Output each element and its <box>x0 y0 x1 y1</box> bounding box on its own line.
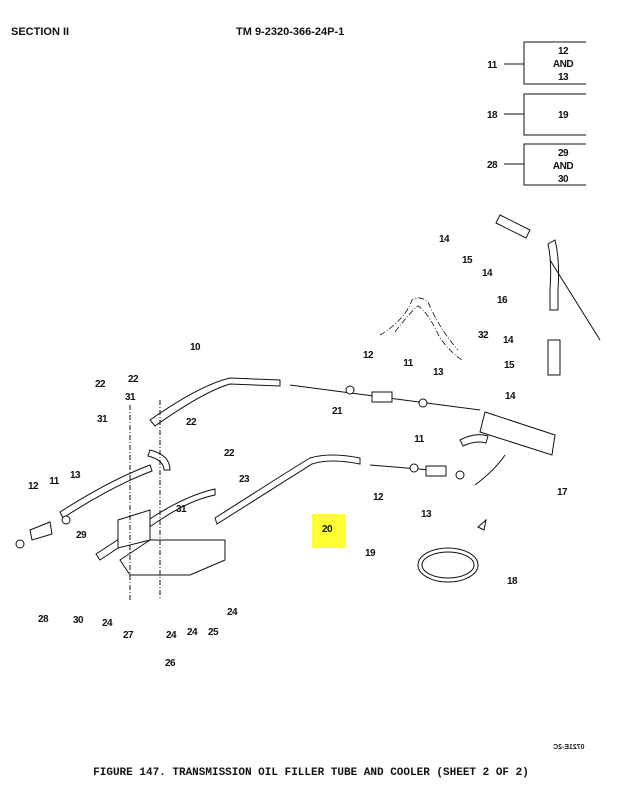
svg-text:12: 12 <box>558 46 569 57</box>
svg-text:30: 30 <box>558 174 569 185</box>
callout: 11 <box>403 358 414 369</box>
callout: 25 <box>208 627 219 638</box>
callout: 21 <box>332 406 343 417</box>
callout: 23 <box>239 474 250 485</box>
callout: 10 <box>190 342 201 353</box>
callout: 14 <box>482 268 493 279</box>
callout: 15 <box>462 255 473 266</box>
callout: 14 <box>439 234 450 245</box>
callout: 22 <box>128 374 139 385</box>
callout-labels: 14 15 14 16 14 32 15 14 10 12 11 13 22 2… <box>28 234 569 669</box>
callout: 11 <box>49 476 60 487</box>
figure-id-watermark: 0721E-2C <box>553 744 585 751</box>
callout: 12 <box>28 481 39 492</box>
legend-box-28: 28 29 AND 30 <box>487 143 586 186</box>
legend-box-11: 11 12 AND 13 <box>487 41 586 85</box>
callout: 32 <box>478 330 489 341</box>
callout: 31 <box>125 392 136 403</box>
svg-text:AND: AND <box>553 59 573 70</box>
callout: 13 <box>433 367 444 378</box>
figure-caption: FIGURE 147. TRANSMISSION OIL FILLER TUBE… <box>93 767 529 779</box>
callout: 26 <box>165 658 176 669</box>
svg-text:13: 13 <box>558 72 569 83</box>
line-art <box>15 214 601 600</box>
callout: 14 <box>505 391 516 402</box>
svg-text:11: 11 <box>487 60 498 71</box>
callout: 30 <box>73 615 84 626</box>
callout: 22 <box>95 379 106 390</box>
callout: 11 <box>414 434 425 445</box>
callout: 28 <box>38 614 49 625</box>
callout: 22 <box>186 417 197 428</box>
svg-text:18: 18 <box>487 110 498 121</box>
callout: 17 <box>557 487 568 498</box>
callout: 15 <box>504 360 515 371</box>
manual-number: TM 9-2320-366-24P-1 <box>236 26 345 38</box>
callout-highlighted: 20 <box>322 524 333 535</box>
svg-text:19: 19 <box>558 110 569 121</box>
svg-text:29: 29 <box>558 148 569 159</box>
legend-box-18: 18 19 <box>487 93 586 136</box>
callout: 31 <box>176 504 187 515</box>
callout: 29 <box>76 530 87 541</box>
callout: 13 <box>421 509 432 520</box>
callout: 12 <box>363 350 374 361</box>
callout: 14 <box>503 335 514 346</box>
callout: 27 <box>123 630 134 641</box>
callout: 19 <box>365 548 376 559</box>
callout: 24 <box>187 627 198 638</box>
section-label: SECTION II <box>11 26 70 38</box>
callout: 12 <box>373 492 384 503</box>
callout: 24 <box>166 630 177 641</box>
callout: 22 <box>224 448 235 459</box>
highlight-marker <box>312 514 346 548</box>
svg-text:28: 28 <box>487 160 498 171</box>
svg-text:AND: AND <box>553 161 573 172</box>
callout: 24 <box>227 607 238 618</box>
callout: 24 <box>102 618 113 629</box>
callout: 13 <box>70 470 81 481</box>
callout: 31 <box>97 414 108 425</box>
callout: 18 <box>507 576 518 587</box>
callout: 16 <box>497 295 508 306</box>
